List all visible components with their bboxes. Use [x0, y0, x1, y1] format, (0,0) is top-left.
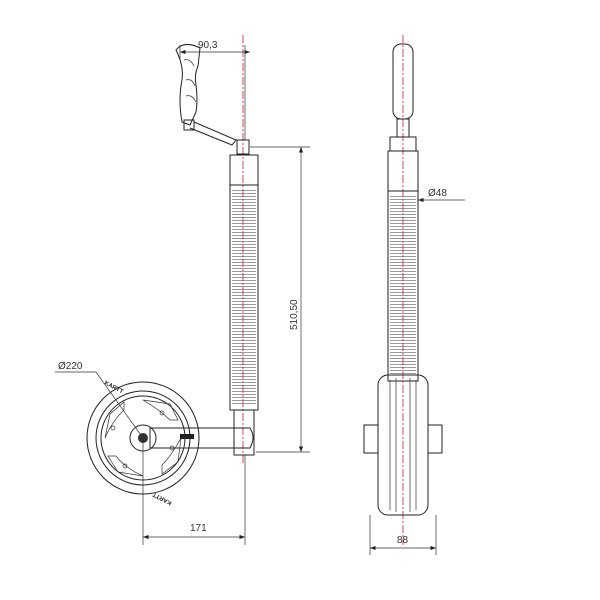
handle-offset-label: 90,3: [198, 40, 218, 51]
tube-ribs: [232, 190, 256, 405]
front-hub-right: [427, 424, 443, 454]
dimension-handle-offset: 90,3: [179, 40, 250, 140]
height-label: 510,50: [289, 299, 300, 330]
handle-collar: [183, 119, 195, 131]
crank-head: [236, 139, 250, 155]
outer-tube-top: [229, 154, 259, 186]
inner-tube: [233, 409, 255, 456]
tube-diameter-label: Ø48: [428, 188, 447, 199]
brand-text-top: KARTT: [103, 380, 124, 395]
front-hub-left: [363, 424, 379, 454]
side-view: KARTT KARTT: [86, 35, 259, 506]
crank-arm: [189, 121, 237, 146]
handle-grip: [175, 44, 201, 126]
dimension-height: 510,50: [250, 146, 310, 453]
wheel-offset-label: 171: [190, 523, 207, 534]
front-view: [363, 35, 443, 545]
dimension-tube-diameter: Ø48: [418, 188, 465, 203]
front-tube-ribs: [390, 196, 416, 376]
wheel-width-label: 88: [397, 535, 409, 546]
dimension-wheel-width: 88: [369, 515, 437, 555]
wheel-spokes: [104, 399, 182, 477]
grip-ridges: [183, 59, 197, 103]
wheel-diameter-label: Ø220: [58, 361, 83, 372]
dimension-wheel-offset: 171: [142, 438, 246, 545]
fork-label: [180, 434, 194, 439]
front-outer-tube: [387, 190, 419, 382]
fork-arm: [149, 427, 254, 449]
dimension-wheel-diameter: Ø220: [55, 361, 144, 439]
brand-text-bottom: KARTT: [152, 491, 173, 506]
